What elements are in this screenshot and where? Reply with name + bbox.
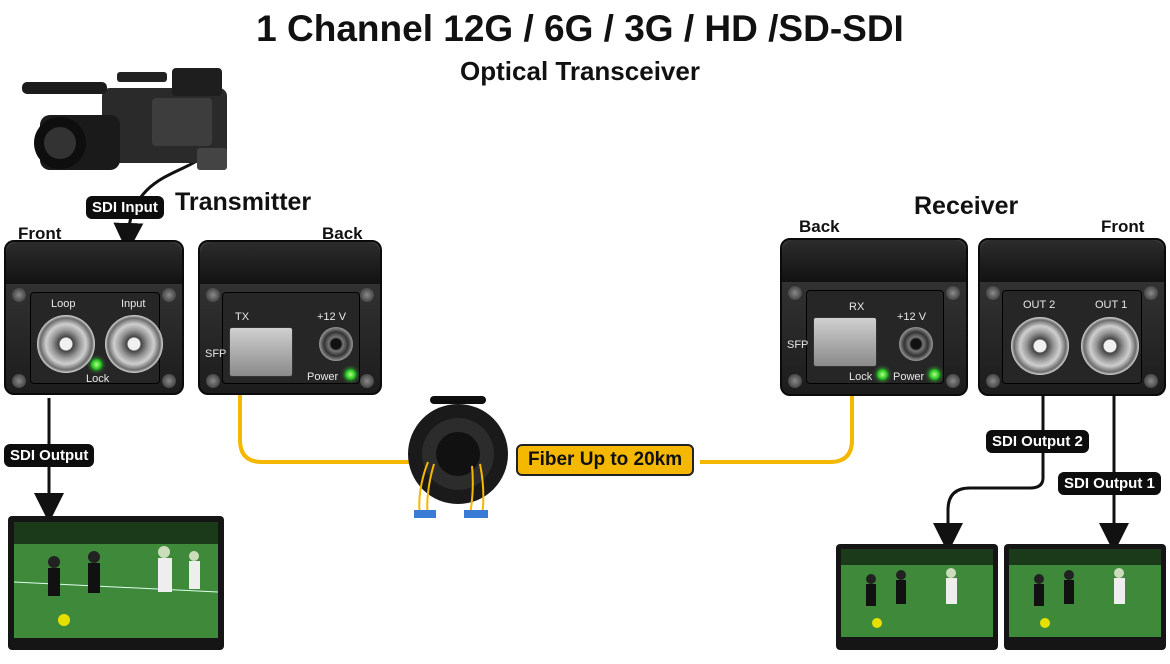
sdi-input-tag: SDI Input (86, 196, 164, 219)
receiver-front-unit: OUT 2 OUT 1 (978, 238, 1166, 396)
rx-sfp-label: SFP (787, 339, 809, 351)
diagram-subtitle: Optical Transceiver (460, 56, 700, 86)
receiver-back-unit: RX SFP +12 V Lock Power (780, 238, 968, 396)
rx-dc-jack-icon (899, 327, 933, 361)
tx-label: TX (235, 311, 250, 323)
tx-sfp-module-icon (229, 327, 293, 377)
fiber-cable-left (238, 350, 420, 464)
receiver-back-label: Back (799, 217, 840, 236)
rx-power-led-icon (929, 369, 940, 380)
sdi-output-2-cable (933, 390, 1045, 553)
input-label: Input (121, 298, 146, 310)
tv-monitor-icon (8, 516, 224, 650)
rx-label: RX (849, 301, 865, 313)
transmitter-back-unit: TX SFP +12 V Power (198, 240, 382, 395)
transmitter-heading: Transmitter (175, 188, 312, 216)
fiber-reel-icon (400, 392, 520, 524)
rx-sfp-module-icon (813, 317, 877, 367)
sdi-output-1-tag: SDI Output 1 (1058, 472, 1161, 495)
out2-bnc-connector-icon (1011, 317, 1069, 375)
loop-bnc-connector-icon (37, 315, 95, 373)
sdi-output-tag: SDI Output (4, 444, 95, 467)
out1-bnc-connector-icon (1081, 317, 1139, 375)
out2-label: OUT 2 (1023, 299, 1056, 311)
transmitter-front-label: Front (18, 224, 62, 243)
loop-label: Loop (51, 298, 76, 310)
fiber-cable-right (700, 330, 872, 464)
tv-monitor-icon (1004, 544, 1166, 650)
tx-power-spec: +12 V (317, 311, 347, 323)
diagram-title: 1 Channel 12G / 6G / 3G / HD /SD-SDI (256, 8, 904, 49)
input-bnc-connector-icon (105, 315, 163, 373)
rx-lock-label: Lock (849, 371, 873, 383)
tx-sfp-label: SFP (205, 348, 227, 360)
receiver-front-label: Front (1101, 217, 1145, 236)
rx-power-label: Power (893, 371, 925, 383)
transmitter-back-label: Back (322, 224, 363, 243)
sdi-output-2-tag: SDI Output 2 (986, 430, 1089, 453)
lock-label: Lock (86, 373, 110, 385)
receiver-heading: Receiver (914, 192, 1019, 220)
tx-dc-jack-icon (319, 327, 353, 361)
lock-led-icon (91, 359, 102, 370)
rx-power-spec: +12 V (897, 311, 927, 323)
fiber-distance-tag: Fiber Up to 20km (516, 444, 695, 476)
out1-label: OUT 1 (1095, 299, 1128, 311)
rx-lock-led-icon (877, 369, 888, 380)
transmitter-front-unit: Loop Input Lock (4, 240, 184, 395)
tx-power-led-icon (345, 369, 356, 380)
camera-icon (22, 60, 240, 185)
tx-power-label: Power (307, 371, 339, 383)
tv-monitor-icon (836, 544, 998, 650)
